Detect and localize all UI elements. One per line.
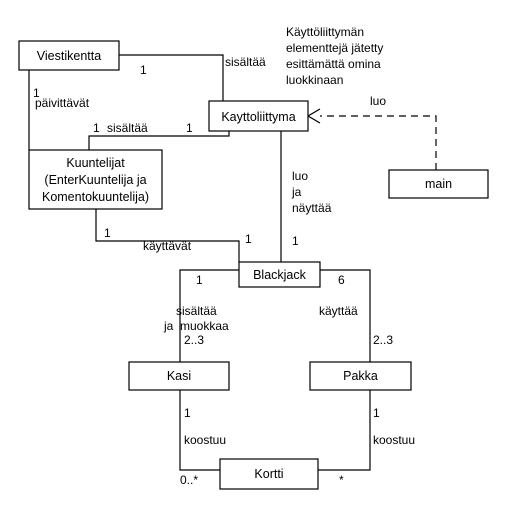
class-name-kortti: Kortti [254, 467, 283, 481]
class-main: main [388, 169, 489, 199]
label-pakka-kortti-mult-top: 1 [373, 406, 380, 420]
note: Käyttöliittymän elementtejä jätetty esit… [286, 25, 383, 87]
label-kasi-kortti-assoc: koostuu [184, 433, 226, 447]
label-bj-kasi-mult-top: 1 [196, 273, 203, 287]
label-bj-kasi-mult-bottom: 2..3 [184, 333, 204, 347]
label-ku-kl-assoc: sisältää [107, 121, 148, 135]
class-name-kuuntelijat-line3: Komentokuuntelija) [42, 190, 149, 204]
class-kayttoliittyma: Kayttoliittyma [208, 100, 309, 132]
edge-blackjack-pakka [320, 269, 371, 362]
class-name-kuuntelijat-line1: Kuuntelijat [66, 156, 125, 170]
class-viestikentta: Viestikentta [18, 40, 120, 71]
label-vk-kl-mult: 1 [140, 63, 147, 77]
label-ku-bj-mult-left: 1 [104, 226, 111, 240]
edge-kasi-kortti [179, 390, 220, 471]
edge-viestikentta-kayttoliittyma [119, 54, 224, 101]
class-pakka: Pakka [309, 361, 412, 391]
class-kuuntelijat: Kuuntelijat (EnterKuuntelija ja Komentok… [28, 149, 163, 210]
label-vk-kl-assoc: sisältää [225, 55, 266, 69]
label-vk-ku-assoc: päivittävät [35, 96, 90, 110]
label-bj-pakka-mult-bottom: 2..3 [373, 333, 393, 347]
edge-kuuntelijat-blackjack [95, 209, 240, 262]
open-arrowhead-icon [306, 108, 321, 124]
note-line2: elementtejä jätetty [286, 41, 383, 55]
label-kl-bj-mult: 1 [292, 234, 299, 248]
label-kl-bj-assoc-line2: ja [291, 185, 302, 199]
edge-pakka-kortti [318, 390, 371, 471]
class-kortti: Kortti [219, 458, 319, 490]
label-ku-kl-mult-right: 1 [186, 121, 193, 135]
label-main-kl-assoc: luo [370, 94, 386, 108]
label-ku-bj-mult-right: 1 [245, 232, 252, 246]
class-name-viestikentta: Viestikentta [37, 49, 101, 63]
label-bj-pakka-assoc: käyttää [319, 304, 358, 318]
label-pakka-kortti-assoc: koostuu [373, 433, 415, 447]
label-kl-bj-assoc-line3: näyttää [292, 201, 332, 215]
class-blackjack: Blackjack [238, 261, 321, 288]
label-kasi-kortti-mult-bottom: 0..* [180, 473, 198, 487]
edge-labels: sisältää 1 1 päivittävät 1 sisältää 1 lu… [33, 55, 415, 487]
note-line3: esittämättä omina [286, 57, 381, 71]
class-name-kuuntelijat-line2: (EnterKuuntelija ja [44, 173, 146, 187]
class-name-main: main [425, 177, 452, 191]
class-name-blackjack: Blackjack [253, 268, 307, 282]
class-name-kasi: Kasi [167, 369, 191, 383]
label-ku-kl-mult-left: 1 [93, 121, 100, 135]
class-name-kayttoliittyma: Kayttoliittyma [221, 110, 295, 124]
label-ku-bj-assoc: käyttävät [143, 239, 192, 253]
label-bj-kasi-assoc-line1: sisältää [176, 304, 217, 318]
class-kasi: Kasi [128, 361, 230, 391]
edge-main-kayttoliittyma-dependency [320, 115, 437, 170]
label-kasi-kortti-mult-top: 1 [184, 406, 191, 420]
label-pakka-kortti-mult-bottom: * [339, 473, 344, 487]
label-kl-bj-assoc-line1: luo [292, 169, 308, 183]
edge-blackjack-kasi [179, 269, 239, 362]
label-bj-pakka-mult-top: 6 [338, 273, 345, 287]
class-name-pakka: Pakka [343, 369, 378, 383]
note-line4: luokkinaan [286, 73, 343, 87]
label-vk-ku-mult: 1 [33, 86, 40, 100]
note-line1: Käyttöliittymän [286, 25, 364, 39]
label-bj-kasi-assoc-line2: ja muokkaa [163, 319, 229, 333]
edge-kuuntelijat-kayttoliittyma [88, 131, 230, 150]
